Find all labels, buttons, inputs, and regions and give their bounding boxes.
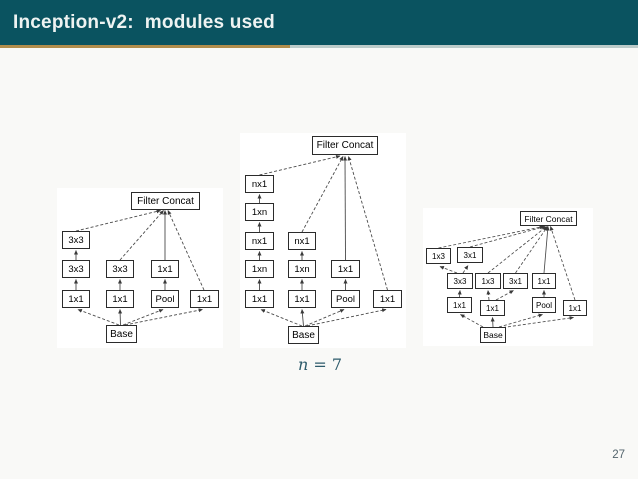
node-nx1: nx1 (245, 175, 274, 193)
node-filter-concat: Filter Concat (131, 192, 200, 210)
node-1x1: 1x1 (331, 260, 360, 278)
caption-n-equals-7: n = 7 (285, 355, 355, 374)
node-1x1: 1x1 (447, 297, 472, 313)
node-3x3: 3x3 (106, 260, 134, 278)
node-nx1: nx1 (245, 232, 274, 250)
node-1x1: 1x1 (106, 290, 134, 308)
node-1x1: 1x1 (532, 273, 556, 289)
node-1x1: 1x1 (373, 290, 402, 308)
node-1xn: 1xn (288, 260, 316, 278)
node-nx1: nx1 (288, 232, 316, 250)
node-3x1: 3x1 (503, 273, 528, 289)
node-1x1: 1x1 (245, 290, 274, 308)
inception-module-diagram-b: Filter Concat nx1 1xn nx1 1xn 1x1 nx1 1x… (240, 133, 406, 348)
node-1xn: 1xn (245, 203, 274, 221)
page-number: 27 (612, 449, 625, 461)
node-3x3: 3x3 (62, 260, 90, 278)
node-3x1: 3x1 (457, 247, 483, 263)
inception-module-diagram-a: Filter Concat 3x3 3x3 1x1 3x3 1x1 1x1 Po… (57, 188, 223, 348)
node-1x1: 1x1 (288, 290, 316, 308)
node-pool: Pool (532, 297, 556, 313)
accent-gold-segment (0, 45, 290, 48)
node-pool: Pool (331, 290, 360, 308)
node-3x3: 3x3 (447, 273, 473, 289)
node-filter-concat: Filter Concat (312, 136, 378, 155)
page-title: Inception-v2: modules used (13, 12, 275, 33)
caption-variable: n (297, 355, 309, 374)
node-pool: Pool (151, 290, 179, 308)
node-1x1: 1x1 (563, 300, 587, 316)
node-1x1: 1x1 (62, 290, 90, 308)
node-base: Base (106, 325, 137, 343)
node-3x3: 3x3 (62, 231, 90, 249)
node-base: Base (480, 327, 506, 343)
node-1xn: 1xn (245, 260, 274, 278)
slide-header: Inception-v2: modules used (0, 0, 638, 45)
node-base: Base (288, 326, 319, 344)
inception-module-diagram-c: Filter Concat 1x3 3x1 3x3 1x3 3x1 1x1 1x… (423, 208, 593, 346)
header-accent-line (0, 45, 638, 48)
node-1x1: 1x1 (480, 300, 505, 316)
caption-value: = 7 (308, 355, 343, 374)
node-1x3: 1x3 (426, 248, 451, 264)
node-1x3: 1x3 (475, 273, 501, 289)
node-1x1: 1x1 (190, 290, 219, 308)
accent-light-segment (290, 45, 638, 48)
node-1x1: 1x1 (151, 260, 179, 278)
node-filter-concat: Filter Concat (520, 211, 577, 226)
